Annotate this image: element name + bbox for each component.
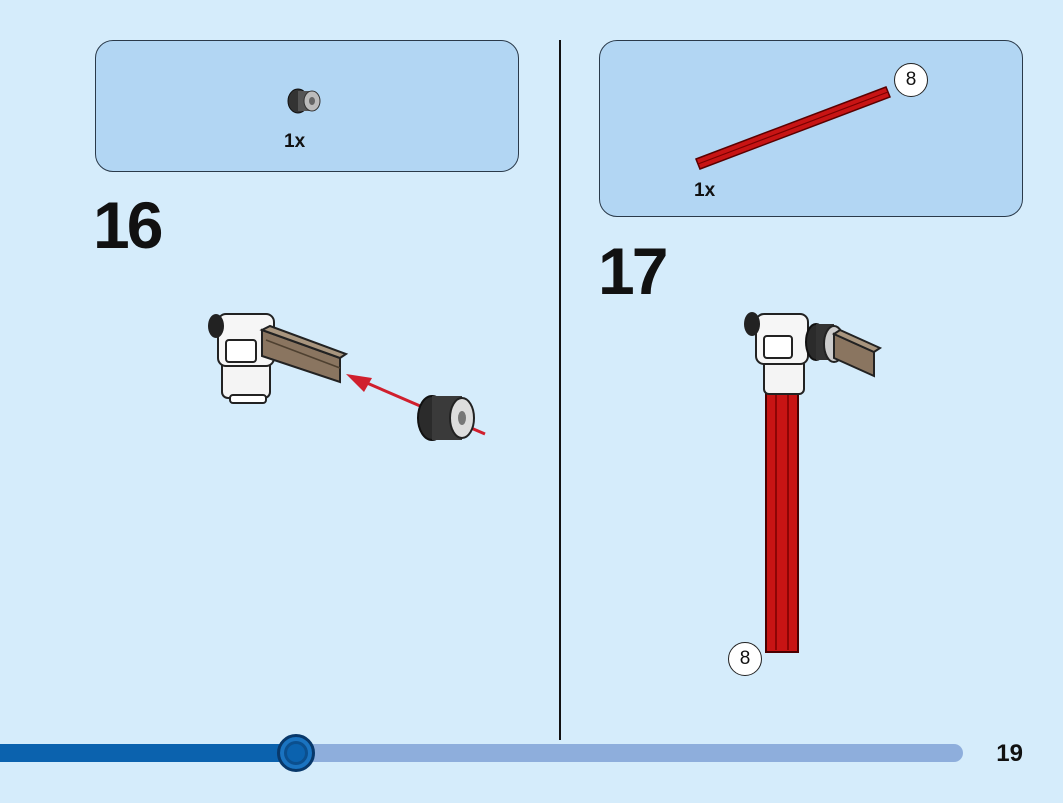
step-16-number: 16: [93, 188, 163, 262]
part-length-badge: 8: [894, 63, 928, 97]
step-16-parts-box: 1x: [95, 40, 519, 172]
progress-fill: [0, 744, 296, 762]
step-16-assembly-illustration: [208, 313, 486, 441]
red-axle-part-icon: [695, 86, 891, 170]
step-divider: [559, 40, 561, 740]
page-number: 19: [996, 740, 1023, 767]
step-17-assembly-illustration: [744, 312, 883, 653]
bush-part-icon: [287, 88, 321, 114]
step-17-quantity: 1x: [694, 180, 716, 201]
step-17-parts-box: 8 1x: [599, 40, 1023, 217]
step-16-quantity: 1x: [284, 131, 306, 152]
progress-knob[interactable]: [277, 734, 315, 772]
step-17-number: 17: [598, 234, 668, 308]
assembled-length-badge: 8: [728, 642, 762, 676]
